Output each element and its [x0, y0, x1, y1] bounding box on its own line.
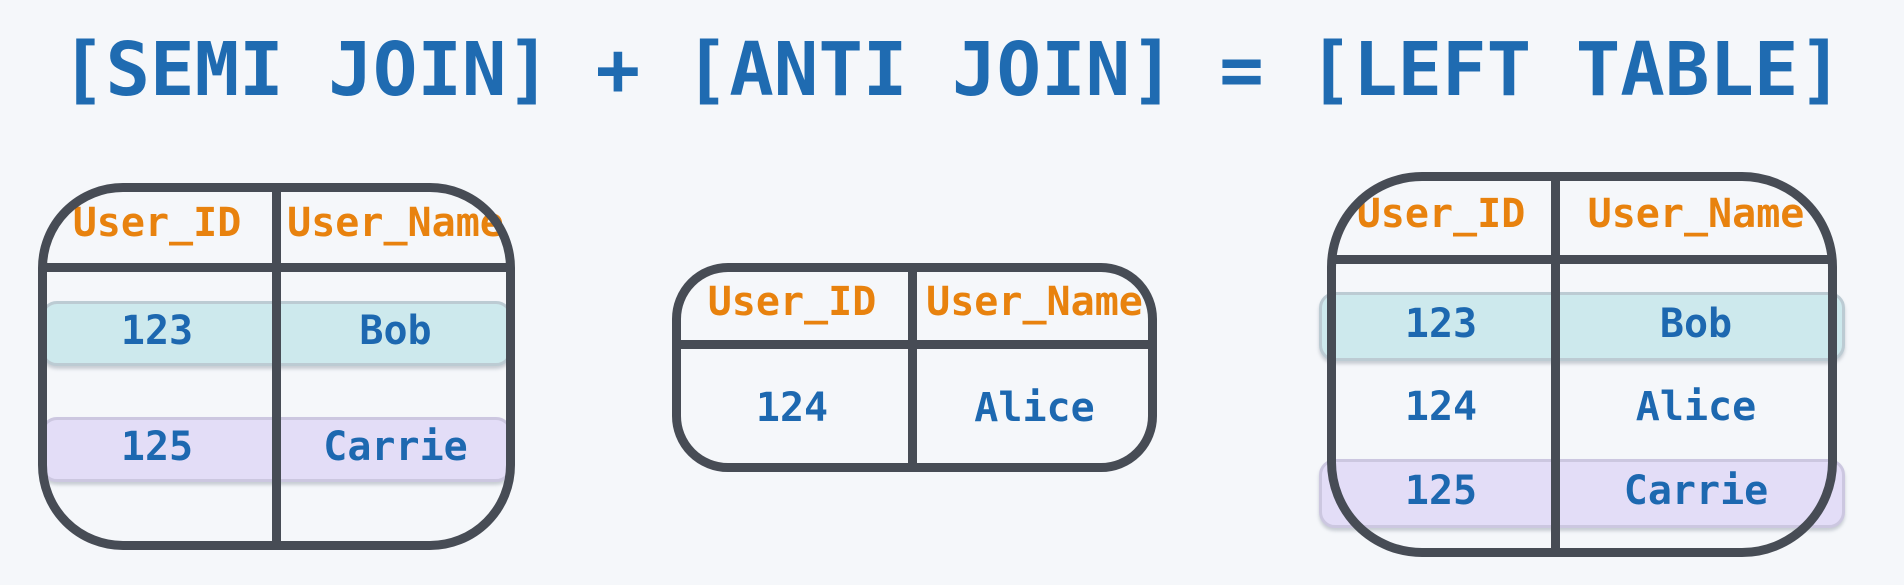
table-row: 125 Carrie: [38, 417, 515, 476]
column-header-user-name: User_Name: [287, 200, 504, 246]
row-highlight-teal: [1319, 292, 1845, 361]
page-title: [SEMI JOIN] + [ANTI JOIN] = [LEFT TABLE]: [60, 27, 1844, 113]
table-row: 124 Alice: [1327, 355, 1837, 459]
table-row: 124 Alice: [672, 349, 1157, 466]
anti-join-table: User_ID User_Name 124 Alice: [672, 263, 1157, 472]
table-row: 123 Bob: [1327, 292, 1837, 355]
column-header-user-name: User_Name: [1587, 190, 1805, 237]
column-header-user-id: User_ID: [1356, 190, 1526, 237]
cell-user-name: Bob: [1659, 300, 1733, 347]
cell-user-id: 125: [120, 423, 194, 470]
column-header-user-id: User_ID: [707, 278, 877, 325]
table-header-row: User_ID User_Name: [1327, 172, 1837, 255]
cell-user-id: 124: [1404, 384, 1478, 430]
semi-join-table: User_ID User_Name 123 Bob 125 Carrie: [38, 183, 515, 550]
cell-user-id: 125: [1404, 467, 1478, 514]
cell-user-name: Alice: [974, 384, 1095, 431]
cell-user-id: 123: [120, 307, 194, 354]
column-divider-line: [1551, 172, 1560, 557]
table-header-row: User_ID User_Name: [672, 263, 1157, 340]
table-row: 123 Bob: [38, 301, 515, 360]
row-highlight-purple: [1319, 459, 1845, 528]
table-header-row: User_ID User_Name: [38, 183, 515, 263]
cell-user-id: 124: [755, 384, 829, 431]
cell-user-name: Carrie: [1623, 467, 1769, 514]
left-table: User_ID User_Name 123 Bob 124 Alice 125 …: [1319, 172, 1845, 557]
header-divider-line: [1331, 255, 1833, 264]
cell-user-id: 123: [1404, 300, 1478, 347]
cell-user-name: Carrie: [323, 423, 468, 470]
column-header-user-id: User_ID: [72, 200, 242, 246]
cell-user-name: Alice: [1635, 384, 1757, 430]
column-header-user-name: User_Name: [926, 278, 1143, 325]
column-divider-line: [272, 183, 281, 550]
cell-user-name: Bob: [359, 307, 432, 354]
table-row: 125 Carrie: [1327, 459, 1837, 522]
column-divider-line: [908, 263, 917, 472]
